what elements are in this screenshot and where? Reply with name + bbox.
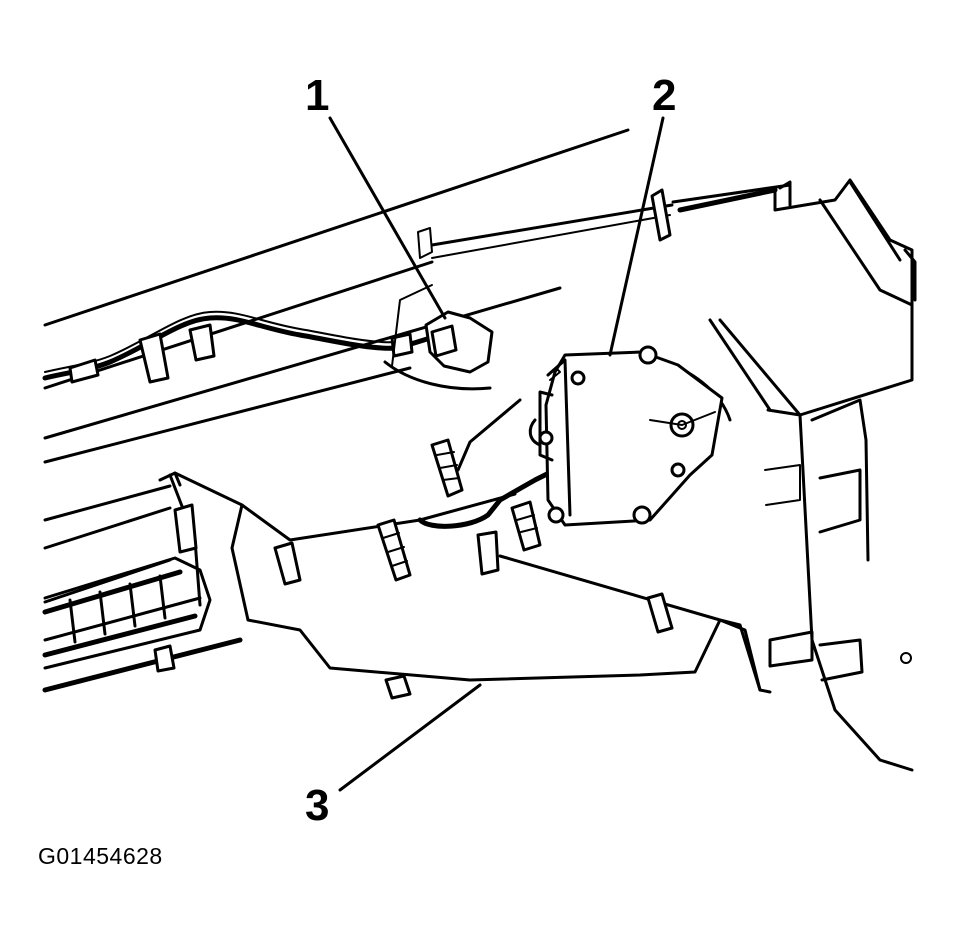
housing-clips [153, 438, 674, 700]
dash-panel [42, 128, 792, 693]
leader-line-2 [608, 116, 665, 357]
callout-1: 1 [305, 71, 329, 120]
vent-grille [42, 556, 212, 670]
wiring-harness [42, 310, 443, 384]
right-duct [718, 178, 917, 772]
leader-lines [328, 116, 665, 792]
leader-line-1 [328, 116, 447, 320]
leader-line-3 [338, 683, 482, 792]
actuator-illustration [528, 188, 724, 527]
callout-2: 2 [652, 71, 676, 120]
callout-3: 3 [305, 781, 329, 830]
figure-id: G01454628 [38, 843, 163, 869]
electrical-connector-illustration [383, 227, 494, 391]
